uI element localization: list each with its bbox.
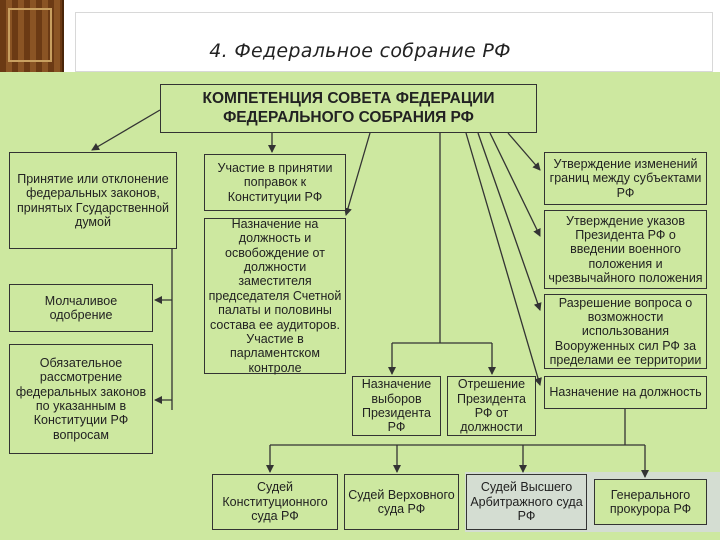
mandatory-review-box: Обязательное рассмотрение федеральных за… (9, 344, 153, 454)
armed-forces-label: Разрешение вопроса о возможности использ… (549, 295, 702, 368)
mandatory-review-label: Обязательное рассмотрение федеральных за… (15, 355, 147, 442)
constitutional-court-judges-box: Судей Конституционного суда РФ (212, 474, 338, 530)
supreme-court-judges-label: Судей Верховного суда РФ (348, 487, 455, 516)
arbitration-court-judges-label: Судей Высшего Арбитражного суда РФ (470, 480, 583, 524)
adopt-laws-label: Принятие или отклонение федеральных зако… (16, 171, 170, 229)
prosecutor-general-box: Генерального прокурора РФ (594, 479, 707, 525)
impeachment-box: Отрешение Президента РФ от должности (447, 376, 536, 436)
constitutional-court-judges-label: Судей Конституционного суда РФ (222, 480, 328, 524)
main-competence-label: КОМПЕТЕНЦИЯ СОВЕТА ФЕДЕРАЦИИ ФЕДЕРАЛЬНОГ… (202, 89, 495, 126)
borders-box: Утверждение изменений границ между субъе… (544, 152, 707, 205)
appointment-box: Назначение на должность (544, 376, 707, 409)
adopt-laws-box: Принятие или отклонение федеральных зако… (9, 152, 177, 249)
audit-appointment-box: Назначение на должность и освобождение о… (204, 216, 346, 375)
slide-title: 4. Федеральное собрание РФ (209, 40, 511, 62)
title-area (75, 12, 713, 72)
silent-approval-label: Молчаливое одобрение (44, 293, 118, 322)
arbitration-court-judges-box: Судей Высшего Арбитражного суда РФ (466, 474, 587, 530)
main-competence-box: КОМПЕТЕНЦИЯ СОВЕТА ФЕДЕРАЦИИ ФЕДЕРАЛЬНОГ… (160, 84, 537, 133)
constitution-amend-box: Участие в принятии поправок к Конституци… (204, 154, 346, 211)
martial-law-box: Утверждение указов Президента РФ о введе… (544, 210, 707, 289)
martial-law-label: Утверждение указов Президента РФ о введе… (548, 213, 703, 286)
appointment-label: Назначение на должность (549, 385, 702, 400)
prosecutor-general-label: Генерального прокурора РФ (609, 487, 692, 516)
constitution-amend-label: Участие в принятии поправок к Конституци… (217, 160, 333, 204)
borders-label: Утверждение изменений границ между субъе… (549, 156, 702, 200)
elections-label: Назначение выборов Президента РФ (361, 377, 432, 435)
armed-forces-box: Разрешение вопроса о возможности использ… (544, 294, 707, 369)
elections-box: Назначение выборов Президента РФ (352, 376, 441, 436)
audit-appointment-label: Назначение на должность и освобождение о… (208, 216, 342, 375)
impeachment-label: Отрешение Президента РФ от должности (456, 377, 526, 435)
silent-approval-box: Молчаливое одобрение (9, 284, 153, 332)
supreme-court-judges-box: Судей Верховного суда РФ (344, 474, 459, 530)
decorative-frame (8, 8, 52, 62)
decorative-wood-panel (0, 0, 64, 72)
